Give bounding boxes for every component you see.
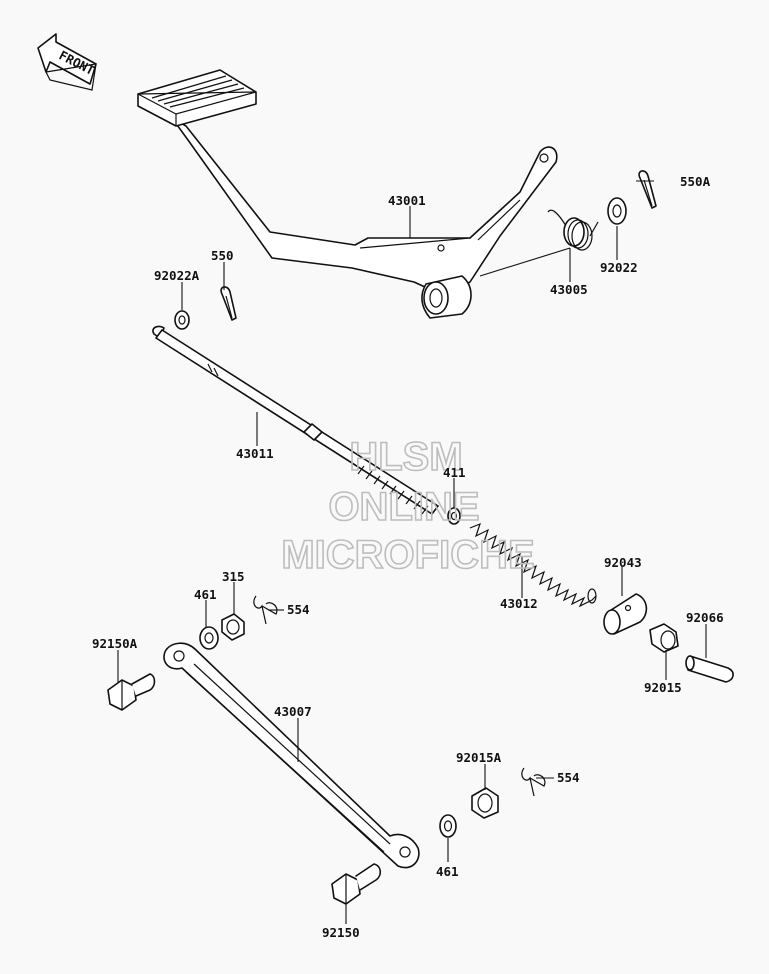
brake-spring: [469, 522, 597, 608]
torsion-spring: [547, 209, 599, 251]
clip-554-bottom: [521, 767, 546, 797]
adjuster-92043: [603, 593, 648, 635]
callout-550a: 550A: [680, 174, 711, 189]
callout-43001: 43001: [388, 193, 426, 208]
watermark-line-2: ONLINE: [328, 485, 479, 529]
cotter-pin-550a: [638, 170, 657, 209]
callout-554-top: 554: [287, 602, 310, 617]
callout-labels: 43001 550A 92022 43005 550 92022A 43011 …: [92, 174, 724, 940]
callout-550: 550: [211, 248, 234, 263]
callout-92150: 92150: [322, 925, 360, 940]
nut-315: [221, 613, 245, 641]
callout-43012: 43012: [500, 596, 538, 611]
nut-92015a: [471, 787, 499, 819]
callout-92015: 92015: [644, 680, 682, 695]
callout-92015a: 92015A: [456, 750, 502, 765]
callout-411: 411: [443, 465, 466, 480]
callout-43005: 43005: [550, 282, 588, 297]
callout-461-top: 461: [194, 587, 217, 602]
brake-rod: [152, 325, 439, 515]
callout-92022: 92022: [600, 260, 638, 275]
cotter-pin-550: [220, 286, 237, 321]
watermark: HLSM ONLINE MICROFICHE: [281, 434, 536, 578]
callout-43011: 43011: [236, 446, 274, 461]
rod-thread: [357, 465, 429, 515]
front-arrow: FRONT: [37, 33, 97, 91]
callout-92066: 92066: [686, 610, 724, 625]
clip-554-top: [253, 595, 278, 625]
callout-43007: 43007: [274, 704, 312, 719]
callout-92043: 92043: [604, 555, 642, 570]
callout-92150a: 92150A: [92, 636, 138, 651]
pin-92066: [685, 655, 734, 683]
washer-461-top: [199, 626, 219, 650]
washer-92022: [607, 197, 627, 225]
washer-92022a: [174, 310, 190, 330]
nut-92015: [649, 623, 679, 653]
washer-411: [447, 507, 461, 525]
callout-92022a: 92022A: [154, 268, 200, 283]
callout-554-bottom: 554: [557, 770, 580, 785]
callout-315: 315: [222, 569, 245, 584]
callout-461-bottom: 461: [436, 864, 459, 879]
link-rod: [163, 642, 420, 869]
washer-461-bottom: [439, 814, 457, 838]
bolt-92150: [331, 863, 382, 905]
brake-pedal: [137, 69, 558, 319]
watermark-line-1: HLSM: [349, 435, 462, 479]
leader-lines: [117, 180, 707, 924]
bolt-92150a: [107, 673, 156, 711]
watermark-line-3: MICROFICHE: [281, 533, 534, 577]
